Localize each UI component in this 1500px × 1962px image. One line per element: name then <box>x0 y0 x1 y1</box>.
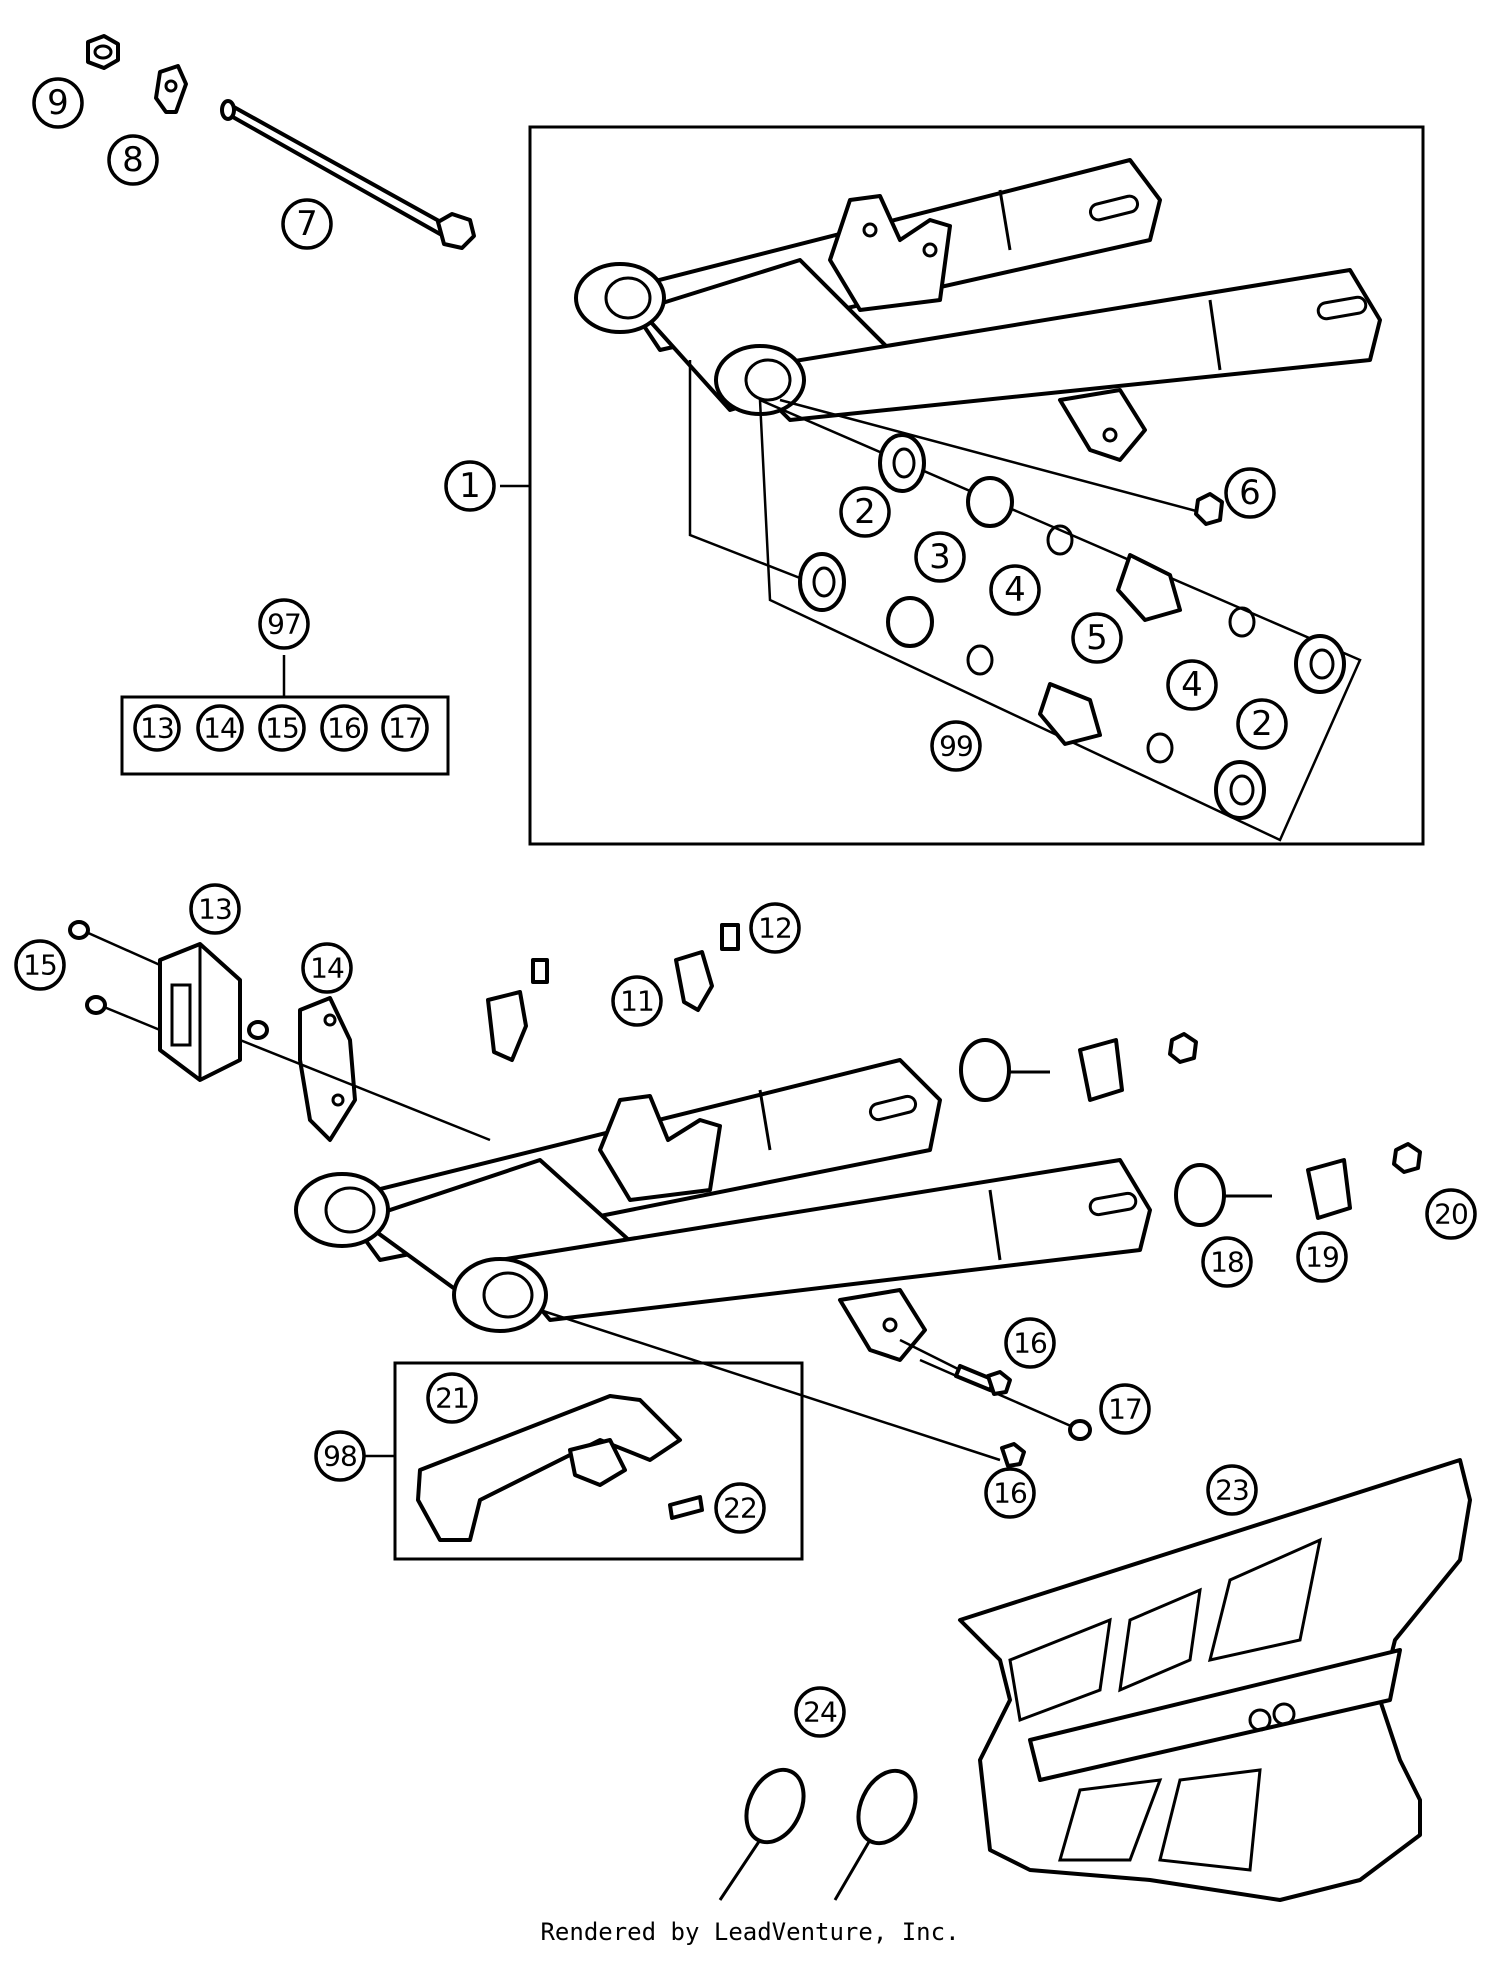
callout-16-bottom: 16 <box>984 1467 1036 1519</box>
svg-text:6: 6 <box>1239 473 1261 513</box>
svg-text:5: 5 <box>1086 618 1108 658</box>
callout-17: 17 <box>1099 1383 1151 1435</box>
callout-99: 99 <box>930 720 982 772</box>
nut-9 <box>86 34 120 70</box>
svg-text:4: 4 <box>1181 665 1203 705</box>
callout-8: 8 <box>107 134 159 186</box>
chain-guard-23 <box>958 1458 1472 1902</box>
svg-text:15: 15 <box>23 949 57 982</box>
svg-text:15: 15 <box>265 712 299 745</box>
swingarm-bottom <box>294 1058 1152 1362</box>
callout-14-kit: 14 <box>196 704 244 752</box>
svg-text:24: 24 <box>803 1696 837 1729</box>
svg-text:22: 22 <box>723 1492 757 1525</box>
callout-17-kit: 17 <box>381 704 429 752</box>
callout-24: 24 <box>794 1686 846 1738</box>
svg-text:19: 19 <box>1305 1241 1339 1274</box>
svg-text:97: 97 <box>267 608 301 641</box>
svg-text:16: 16 <box>327 712 361 745</box>
swingarm-pivot-axle-7 <box>220 99 476 250</box>
svg-text:18: 18 <box>1210 1246 1244 1279</box>
callout-5: 5 <box>1071 612 1123 664</box>
svg-text:2: 2 <box>854 492 876 532</box>
svg-text:1: 1 <box>459 466 481 506</box>
callout-23: 23 <box>1206 1464 1258 1516</box>
callout-9: 9 <box>32 77 84 129</box>
chain-slider-21 <box>416 1394 704 1542</box>
svg-text:21: 21 <box>435 1382 469 1415</box>
axle-blocks <box>959 1032 1422 1227</box>
svg-text:11: 11 <box>620 985 654 1018</box>
svg-text:13: 13 <box>198 893 232 926</box>
chain-guide-block <box>158 942 242 1082</box>
svg-text:8: 8 <box>122 140 144 180</box>
callout-20: 20 <box>1425 1188 1477 1240</box>
cable-ties-24 <box>718 1767 918 1901</box>
svg-text:2: 2 <box>1251 704 1273 744</box>
chain-guide-plate <box>298 996 357 1142</box>
svg-text:12: 12 <box>758 912 792 945</box>
svg-text:13: 13 <box>140 712 174 745</box>
callout-18: 18 <box>1201 1236 1253 1288</box>
callout-15-kit: 15 <box>258 704 306 752</box>
small-nuts <box>68 920 269 1040</box>
kit-98-box <box>393 1361 804 1561</box>
svg-text:9: 9 <box>47 83 69 123</box>
callout-4b: 4 <box>1166 659 1218 711</box>
callout-13-kit: 13 <box>133 704 181 752</box>
svg-text:17: 17 <box>1108 1393 1142 1426</box>
callout-14: 14 <box>301 942 353 994</box>
svg-text:16: 16 <box>1013 1327 1047 1360</box>
callout-22: 22 <box>714 1482 766 1534</box>
callout-16-top: 16 <box>1004 1317 1056 1369</box>
svg-text:20: 20 <box>1434 1198 1468 1231</box>
callout-2a: 2 <box>839 486 891 538</box>
lock-plate-8 <box>154 64 188 114</box>
callout-13: 13 <box>189 883 241 935</box>
svg-text:99: 99 <box>939 730 973 763</box>
svg-text:14: 14 <box>203 712 237 745</box>
svg-text:7: 7 <box>296 204 318 244</box>
swingarm-top <box>574 158 1382 462</box>
callout-1: 1 <box>444 460 496 512</box>
callout-98: 98 <box>314 1430 366 1482</box>
callout-15: 15 <box>14 939 66 991</box>
callout-11: 11 <box>611 975 663 1027</box>
callout-7: 7 <box>281 198 333 250</box>
callout-6: 6 <box>1224 467 1276 519</box>
bearing-set-outline <box>758 398 1362 842</box>
bolts-16-17 <box>954 1364 1092 1468</box>
svg-text:3: 3 <box>929 537 951 577</box>
svg-text:98: 98 <box>323 1440 357 1473</box>
callout-16-kit: 16 <box>320 704 368 752</box>
render-credit: Rendered by LeadVenture, Inc. <box>540 1918 960 1946</box>
clips-11 <box>486 923 740 1062</box>
svg-text:4: 4 <box>1004 570 1026 610</box>
svg-text:14: 14 <box>310 952 344 985</box>
svg-text:23: 23 <box>1215 1474 1249 1507</box>
callout-4a: 4 <box>989 564 1041 616</box>
callout-2b: 2 <box>1236 698 1288 750</box>
svg-text:16: 16 <box>993 1477 1027 1510</box>
callout-3: 3 <box>914 531 966 583</box>
svg-text:17: 17 <box>388 712 422 745</box>
callout-97: 97 <box>258 598 310 650</box>
callout-19: 19 <box>1296 1231 1348 1283</box>
bearing-parts <box>798 433 1346 820</box>
callout-21: 21 <box>426 1372 478 1424</box>
callout-12: 12 <box>749 902 801 954</box>
